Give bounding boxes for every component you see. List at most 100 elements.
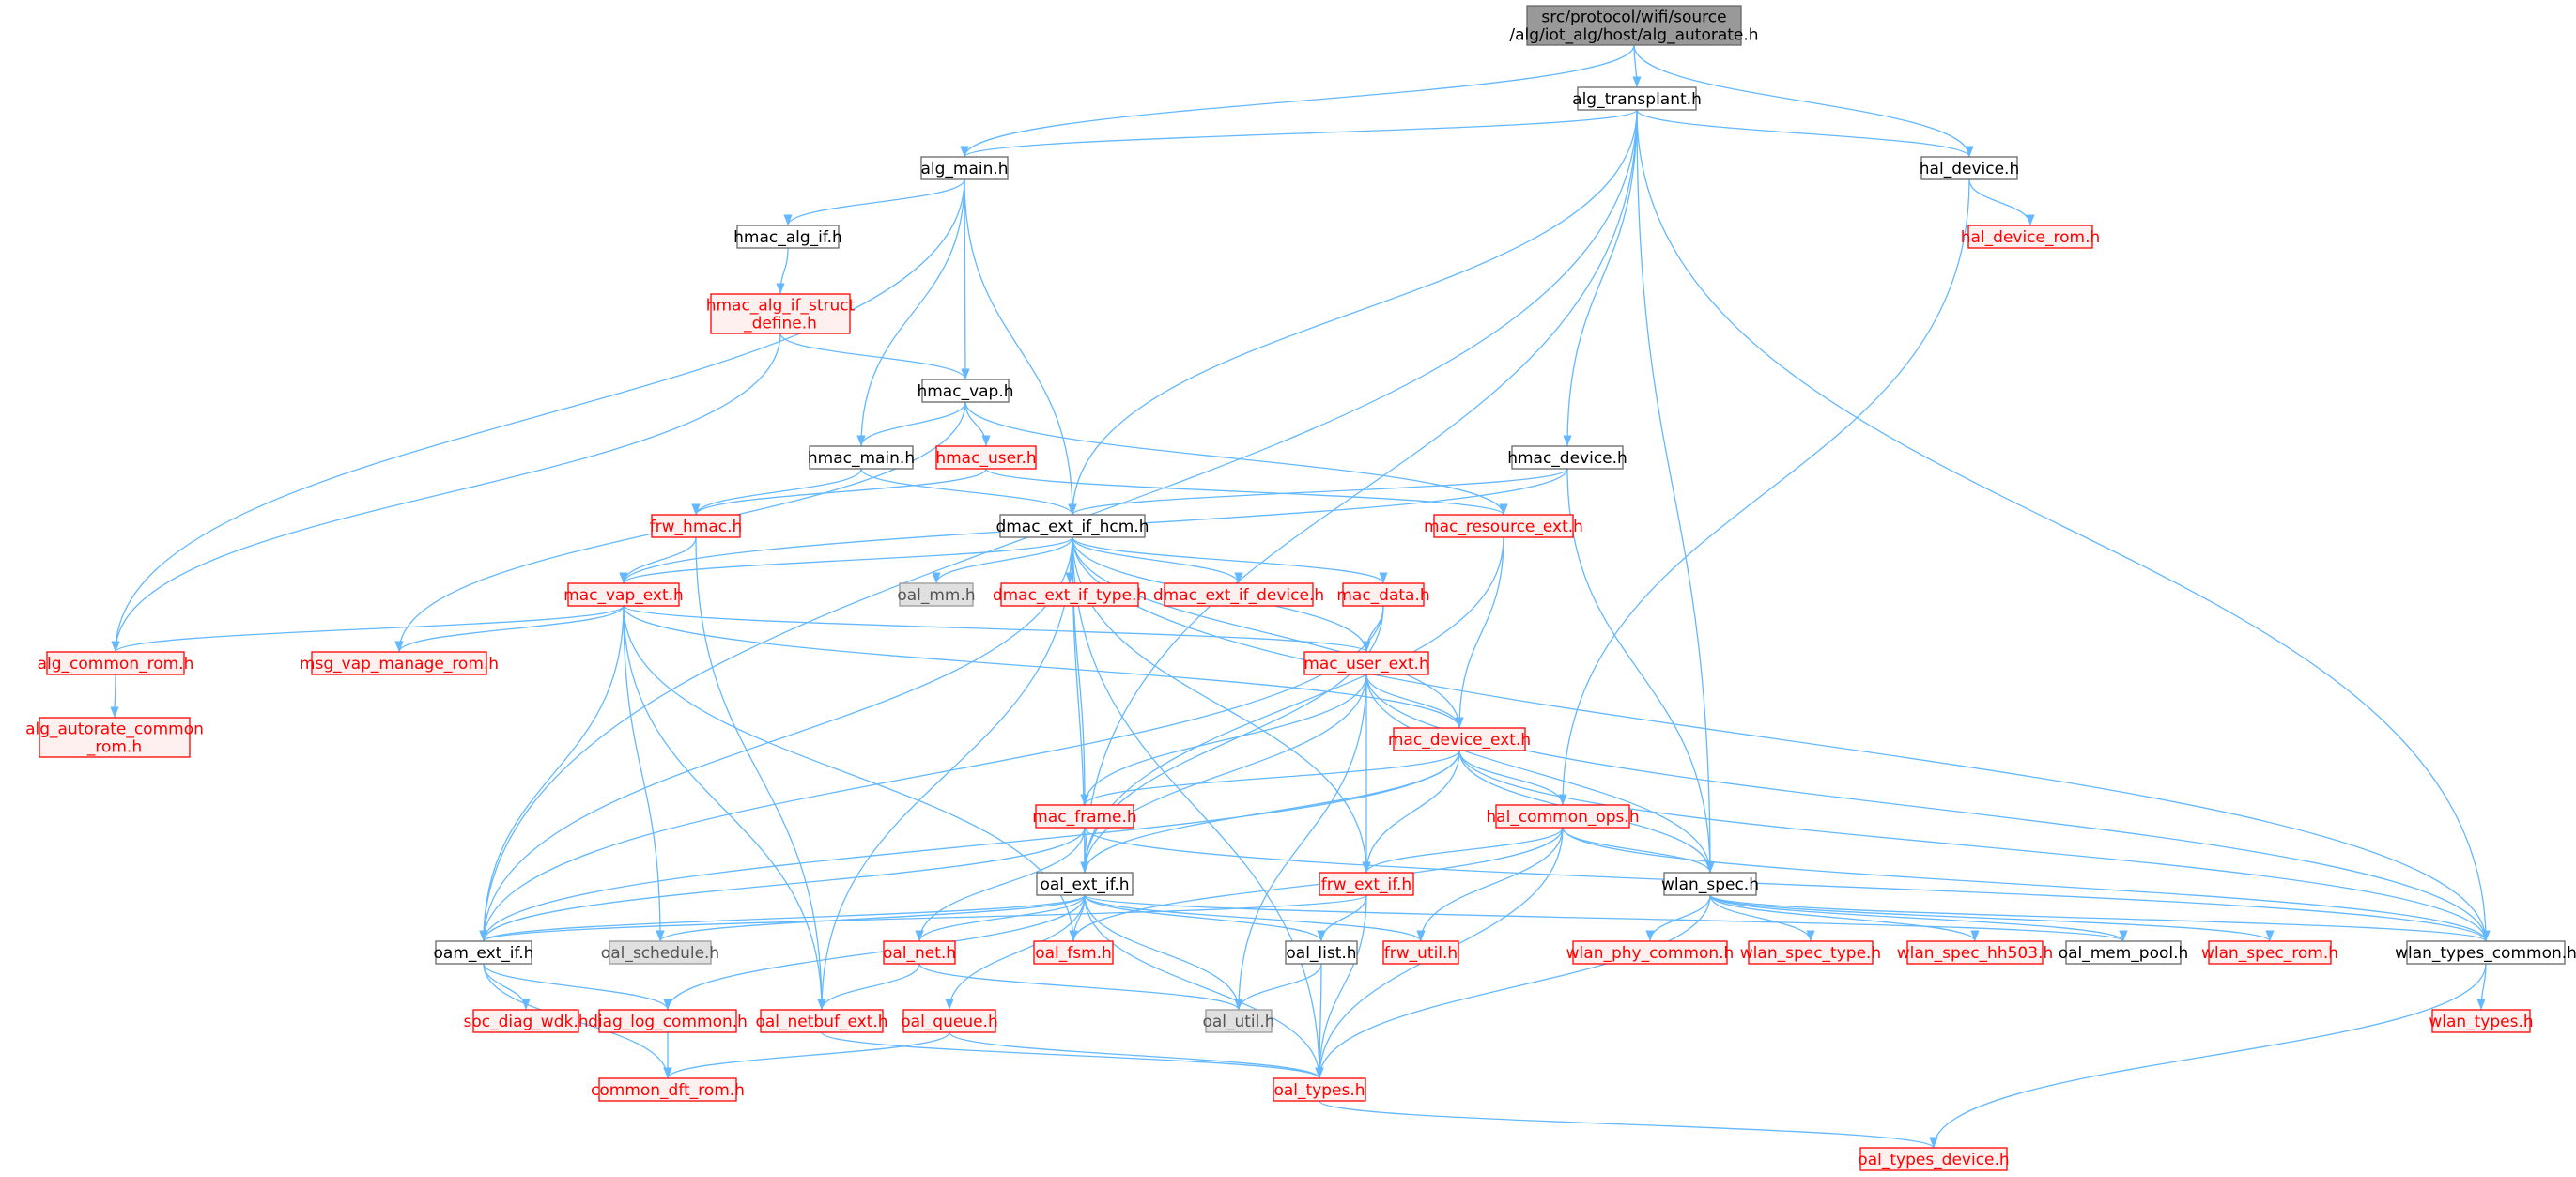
edge-mac_data-to-mac_user_ext xyxy=(1362,605,1384,653)
node-hmac-device[interactable]: hmac_device.h xyxy=(1507,445,1627,470)
edge-dmac_ext_if_hcm-to-dmac_ext_if_device xyxy=(1072,536,1243,584)
node-common-dft-rom[interactable]: common_dft_rom.h xyxy=(591,1077,745,1102)
node-dmac-ext-if-type[interactable]: dmac_ext_if_type.h xyxy=(993,582,1147,607)
node-hal-common-ops[interactable]: hal_common_ops.h xyxy=(1486,804,1640,829)
node-box xyxy=(1285,940,1358,965)
node-box xyxy=(1495,804,1630,829)
node-box xyxy=(935,445,1037,470)
node-box xyxy=(809,445,914,470)
node-label: frw_util.h xyxy=(1384,944,1458,963)
node-msg-vap-manage-rom[interactable]: msg_vap_manage_rom.h xyxy=(300,651,499,675)
node-oal-schedule[interactable]: oal_schedule.h xyxy=(601,940,719,965)
node-label: dmac_ext_if_type.h xyxy=(993,586,1147,605)
node-box xyxy=(999,514,1146,538)
edge-mac_user_ext-to-oal_util xyxy=(1234,674,1367,1011)
node-hmac-vap[interactable]: hmac_vap.h xyxy=(917,379,1014,403)
node-oal-types[interactable]: oal_types.h xyxy=(1273,1077,1366,1102)
edge-dmac_ext_if_hcm-to-oam_ext_if xyxy=(479,536,1073,942)
node-oal-mem-pool[interactable]: oal_mem_pool.h xyxy=(2059,940,2189,965)
edge-mac_data-to-oal_ext_if xyxy=(1080,605,1384,874)
node-frw-hmac[interactable]: frw_hmac.h xyxy=(650,514,743,538)
node-alg-common-rom[interactable]: alg_common_rom.h xyxy=(38,651,194,675)
node-oal-types-device[interactable]: oal_types_device.h xyxy=(1858,1147,2010,1171)
node-hmac-main[interactable]: hmac_main.h xyxy=(808,445,915,470)
node-oal-netbuf-ext[interactable]: oal_netbuf_ext.h xyxy=(755,1009,888,1033)
edge-wlan_spec-to-wlan_types_common xyxy=(1709,894,2491,942)
node-label: wlan_spec_type.h xyxy=(1740,944,1881,963)
node-label: dmac_ext_if_device.h xyxy=(1153,586,1324,605)
node-mac-frame[interactable]: mac_frame.h xyxy=(1032,804,1137,829)
node-diag-log-common[interactable]: diag_log_common.h xyxy=(588,1009,748,1033)
node-alg-main[interactable]: alg_main.h xyxy=(920,156,1009,180)
edge-wlan_spec-to-oal_types xyxy=(1315,894,1711,1079)
node-hmac-alg-if-struct[interactable]: hmac_alg_if_struct_define.h xyxy=(706,293,856,334)
node-hmac-user[interactable]: hmac_user.h xyxy=(935,445,1037,470)
edge-oal_queue-to-oal_types xyxy=(949,1031,1324,1079)
node-mac-device-ext[interactable]: mac_device_ext.h xyxy=(1388,727,1531,751)
node-label: oal_queue.h xyxy=(901,1013,997,1031)
edge-hal_common_ops-to-wlan_types_common xyxy=(1562,827,2491,942)
node-label: alg_transplant.h xyxy=(1572,90,1702,109)
node-label: oam_ext_if.h xyxy=(434,944,534,963)
node-mac-vap-ext[interactable]: mac_vap_ext.h xyxy=(563,582,684,607)
edge-hal_device-to-hal_device_rom xyxy=(1968,178,2035,226)
node-oal-fsm[interactable]: oal_fsm.h xyxy=(1033,940,1114,965)
node-mac-resource-ext[interactable]: mac_resource_ext.h xyxy=(1424,514,1583,538)
node-box xyxy=(1906,940,2044,965)
node-label: hmac_alg_if_struct xyxy=(706,297,856,316)
edge-oal_types-to-oal_types_device xyxy=(1319,1100,1938,1149)
node-label: wlan_types.h xyxy=(2429,1013,2533,1031)
node-oal-list[interactable]: oal_list.h xyxy=(1285,940,1358,965)
node-dmac-ext-if-hcm[interactable]: dmac_ext_if_hcm.h xyxy=(995,514,1149,538)
node-mac-user-ext[interactable]: mac_user_ext.h xyxy=(1303,651,1429,675)
node-hal-device[interactable]: hal_device.h xyxy=(1920,156,2019,180)
node-frw-util[interactable]: frw_util.h xyxy=(1382,940,1459,965)
edge-mac_device_ext-to-mac_frame xyxy=(1080,750,1460,806)
node-oam-ext-if[interactable]: oam_ext_if.h xyxy=(434,940,534,965)
node-root[interactable]: src/protocol/wifi/source/alg/iot_alg/hos… xyxy=(1509,5,1759,46)
node-oal-ext-if[interactable]: oal_ext_if.h xyxy=(1036,872,1134,896)
node-label: mac_frame.h xyxy=(1032,808,1136,827)
node-hmac-alg-if[interactable]: hmac_alg_if.h xyxy=(733,225,842,249)
edge-hmac_user-to-mac_resource_ext xyxy=(985,468,1508,516)
node-box xyxy=(598,1009,737,1033)
edge-alg_transplant-to-hal_device xyxy=(1636,109,1974,158)
node-oal-net[interactable]: oal_net.h xyxy=(883,940,956,965)
edge-wlan_spec-to-wlan_spec_rom xyxy=(1709,894,2275,942)
node-wlan-types[interactable]: wlan_types.h xyxy=(2429,1009,2534,1033)
edge-oal_list-to-oal_types xyxy=(1315,963,1324,1079)
edge-mac_frame-to-wlan_types_common xyxy=(1084,827,2491,942)
edge-oal_net-to-oal_netbuf_ext xyxy=(817,963,920,1011)
node-label: mac_vap_ext.h xyxy=(563,586,684,605)
node-oal-queue[interactable]: oal_queue.h xyxy=(901,1009,998,1033)
node-frw-ext-if[interactable]: frw_ext_if.h xyxy=(1319,872,1414,896)
node-box xyxy=(1577,86,1697,111)
node-label: msg_vap_manage_rom.h xyxy=(300,655,499,674)
node-wlan-spec-rom[interactable]: wlan_spec_rom.h xyxy=(2201,940,2338,965)
edge-alg_main-to-dmac_ext_if_hcm xyxy=(964,178,1077,516)
node-alg-autorate-common-rom[interactable]: alg_autorate_common_rom.h xyxy=(25,717,204,758)
edge-hal_common_ops-to-frw_util xyxy=(1416,827,1564,942)
node-hal-device-rom[interactable]: hal_device_rom.h xyxy=(1961,225,2101,249)
node-wlan-spec-type[interactable]: wlan_spec_type.h xyxy=(1740,940,1881,965)
edge-mac_vap_ext-to-oam_ext_if xyxy=(479,605,625,942)
node-mac-data[interactable]: mac_data.h xyxy=(1336,582,1430,607)
edge-hmac_user-to-frw_hmac xyxy=(691,468,987,516)
node-label: hal_device.h xyxy=(1920,160,2019,178)
node-box xyxy=(1033,940,1114,965)
node-wlan-spec-hh503[interactable]: wlan_spec_hh503.h xyxy=(1897,940,2053,965)
node-label: oal_util.h xyxy=(1202,1013,1274,1031)
node-oal-util[interactable]: oal_util.h xyxy=(1202,1009,1275,1033)
node-dmac-ext-if-device[interactable]: dmac_ext_if_device.h xyxy=(1153,582,1324,607)
node-alg-transplant[interactable]: alg_transplant.h xyxy=(1572,86,1702,111)
node-wlan-phy-common[interactable]: wlan_phy_common.h xyxy=(1566,940,1735,965)
edge-alg_transplant-to-dmac_ext_if_hcm xyxy=(1068,109,1638,516)
node-label: _rom.h xyxy=(86,738,142,757)
node-soc-diag-wdk[interactable]: soc_diag_wdk.h xyxy=(463,1009,589,1033)
node-box xyxy=(311,651,487,675)
node-box xyxy=(1967,225,2093,249)
node-wlan-types-common[interactable]: wlan_types_common.h xyxy=(2395,940,2576,965)
node-wlan-spec[interactable]: wlan_spec.h xyxy=(1661,872,1759,896)
node-label: oal_types.h xyxy=(1273,1081,1365,1100)
node-oal-mm[interactable]: oal_mm.h xyxy=(897,582,976,607)
